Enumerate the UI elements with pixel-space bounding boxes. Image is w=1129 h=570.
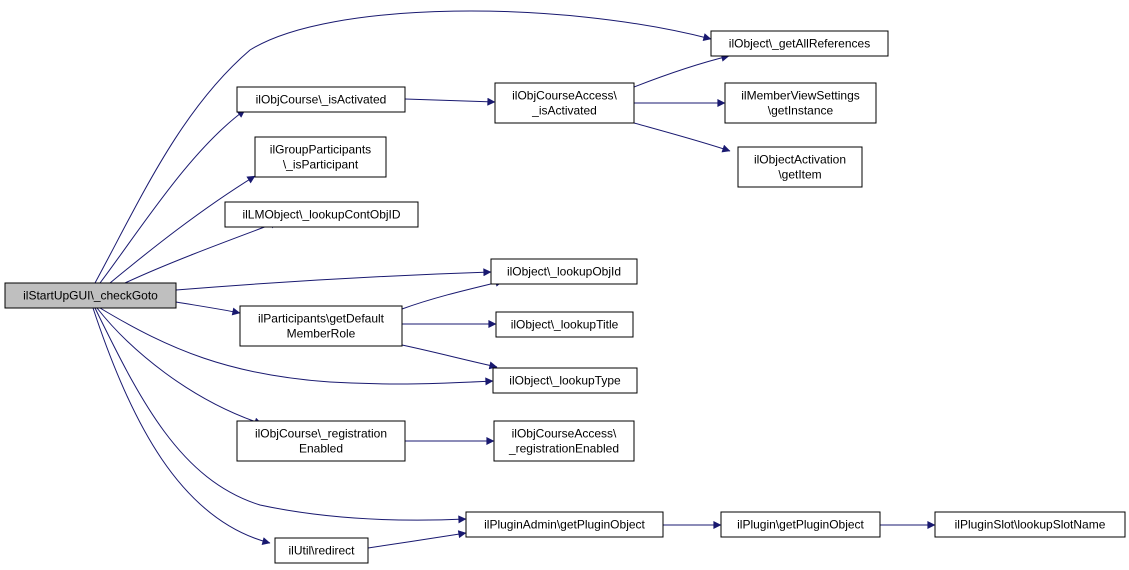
node-label: _isActivated <box>531 104 597 118</box>
node-label: ilObjCourse\_registration <box>255 427 387 441</box>
node-label: _registrationEnabled <box>508 442 619 456</box>
node-memberViewGetInstance[interactable]: ilMemberViewSettings\getInstance <box>724 82 877 124</box>
node-lookupObjId[interactable]: ilObject\_lookupObjId <box>490 258 638 285</box>
node-root[interactable]: ilStartUpGUI\_checkGoto <box>4 282 177 309</box>
edge-objCourseAccessIsActivated-to-getAllReferences <box>633 53 730 88</box>
node-label: ilMemberViewSettings <box>741 89 860 103</box>
edge-root-to-lookupType <box>99 307 494 386</box>
node-pluginAdminGetPluginObject[interactable]: ilPluginAdmin\getPluginObject <box>465 511 664 538</box>
node-box <box>239 305 403 347</box>
node-box <box>495 311 634 338</box>
node-box <box>724 82 877 124</box>
node-objCourseIsActivated[interactable]: ilObjCourse\_isActivated <box>236 86 406 113</box>
edge-participantsGetDefaultMemberRole-to-lookupObjId <box>401 278 504 310</box>
node-pluginGetPluginObject[interactable]: ilPlugin\getPluginObject <box>720 511 881 538</box>
node-box <box>710 30 889 57</box>
node-objCourseAccessIsActivated[interactable]: ilObjCourseAccess\_isActivated <box>494 82 635 124</box>
node-box <box>224 201 419 228</box>
node-label: ilObject\_getAllReferences <box>729 37 870 51</box>
node-label: ilObject\_lookupTitle <box>511 318 619 332</box>
node-pluginSlotLookupSlotName[interactable]: ilPluginSlot\lookupSlotName <box>934 511 1126 538</box>
node-label: ilObject\_lookupType <box>509 374 621 388</box>
node-box <box>492 367 638 394</box>
edge-objCourseIsActivated-to-objCourseAccessIsActivated <box>404 97 496 106</box>
node-label: ilObjCourse\_isActivated <box>256 93 387 107</box>
edge-root-to-participantsGetDefaultMemberRole <box>175 301 241 316</box>
node-getAllReferences[interactable]: ilObject\_getAllReferences <box>710 30 889 57</box>
node-box <box>934 511 1126 538</box>
edge-root-to-utilRedirect <box>92 307 271 545</box>
edge-root-to-lookupObjId <box>175 268 492 291</box>
node-objCourseRegistrationEnabled[interactable]: ilObjCourse\_registrationEnabled <box>236 420 406 462</box>
node-label: \_isParticipant <box>283 158 359 172</box>
edge-participantsGetDefaultMemberRole-to-lookupType <box>401 344 498 370</box>
node-utilRedirect[interactable]: ilUtil\redirect <box>274 537 369 564</box>
node-label: ilGroupParticipants <box>270 143 371 157</box>
node-box <box>465 511 664 538</box>
edge-objCourseAccessIsActivated-to-objectActivationGetItem <box>633 122 731 153</box>
node-box <box>493 420 635 462</box>
node-label: ilPlugin\getPluginObject <box>737 518 864 532</box>
node-label: MemberRole <box>287 327 356 341</box>
node-box <box>254 136 387 178</box>
node-box <box>4 282 177 309</box>
node-box <box>737 146 863 188</box>
edges-layer <box>92 10 936 549</box>
edge-root-to-objCourseIsActivated <box>99 109 246 284</box>
node-label: ilParticipants\getDefault <box>258 312 385 326</box>
node-label: ilPluginSlot\lookupSlotName <box>955 518 1106 532</box>
node-label: ilObjCourseAccess\ <box>512 427 617 441</box>
node-lmLookupContObjID[interactable]: ilLMObject\_lookupContObjID <box>224 201 419 228</box>
node-box <box>720 511 881 538</box>
node-label: ilObjCourseAccess\ <box>512 89 617 103</box>
edge-root-to-pluginAdminGetPluginObject <box>94 307 467 524</box>
node-box <box>494 82 635 124</box>
edge-root-to-groupIsParticipant <box>109 175 256 284</box>
node-label: ilUtil\redirect <box>288 544 355 558</box>
node-groupIsParticipant[interactable]: ilGroupParticipants\_isParticipant <box>254 136 387 178</box>
node-objectActivationGetItem[interactable]: ilObjectActivation\getItem <box>737 146 863 188</box>
node-lookupType[interactable]: ilObject\_lookupType <box>492 367 638 394</box>
nodes-layer: ilStartUpGUI\_checkGoto ilObject\_getAllR… <box>4 30 1126 564</box>
node-label: ilLMObject\_lookupContObjID <box>242 208 400 222</box>
node-box <box>236 420 406 462</box>
node-label: ilObject\_lookupObjId <box>507 265 621 279</box>
node-label: \getItem <box>778 168 821 182</box>
node-label: ilPluginAdmin\getPluginObject <box>484 518 645 532</box>
edge-root-to-lmLookupContObjID <box>124 220 279 284</box>
node-label: Enabled <box>299 442 343 456</box>
node-box <box>490 258 638 285</box>
edge-root-to-objCourseRegistrationEnabled <box>96 307 263 426</box>
node-box <box>236 86 406 113</box>
node-box <box>274 537 369 564</box>
edge-root-to-getAllReferences <box>94 10 712 284</box>
node-objCourseAccessRegistrationEnabled[interactable]: ilObjCourseAccess\_registrationEnabled <box>493 420 635 462</box>
edge-utilRedirect-to-pluginAdminGetPluginObject <box>367 530 467 549</box>
node-label: ilStartUpGUI\_checkGoto <box>23 289 158 303</box>
node-label: ilObjectActivation <box>754 153 846 167</box>
node-label: \getInstance <box>768 104 834 118</box>
node-lookupTitle[interactable]: ilObject\_lookupTitle <box>495 311 634 338</box>
